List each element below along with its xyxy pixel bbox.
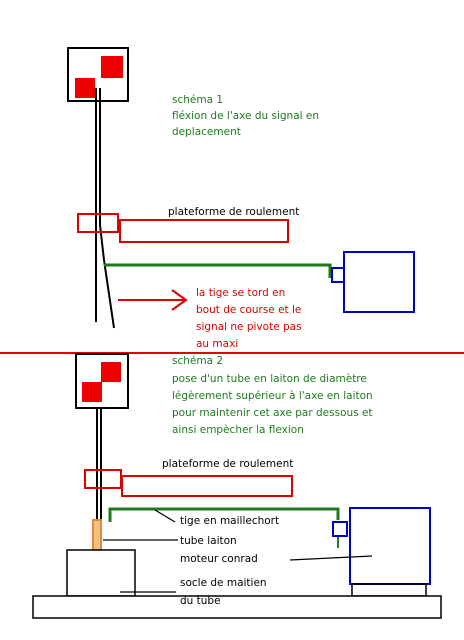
scheme1-title-line1: schéma 1 xyxy=(172,94,223,106)
signal-light-2b xyxy=(82,382,102,402)
scheme2-title-line4: pour maintenir cet axe par dessous et xyxy=(172,407,373,419)
scheme1-note-line1: la tige se tord en xyxy=(196,287,285,299)
platform-collar-1 xyxy=(77,213,119,233)
leader-motor xyxy=(289,555,373,561)
brass-tube xyxy=(92,519,102,551)
scheme2-title-line5: ainsi empècher la flexion xyxy=(172,424,304,436)
motor-2 xyxy=(349,507,431,585)
label-tube: tube laiton xyxy=(180,535,237,547)
scheme1-title-line2: fléxion de l'axe du signal en xyxy=(172,110,319,122)
motor-shaft-1 xyxy=(331,267,345,283)
arrow-1-head xyxy=(171,289,188,311)
actuator-wire-2 xyxy=(108,507,340,522)
signal-light-1b xyxy=(75,78,95,98)
label-motor: moteur conrad xyxy=(180,553,258,565)
motor-1 xyxy=(343,251,415,313)
scheme1-note-line3: signal ne pivote pas xyxy=(196,321,302,333)
signal-light-2a xyxy=(101,362,121,382)
scheme1-note-line4: au maxi xyxy=(196,338,238,350)
ground-base xyxy=(32,595,442,619)
scheme2-title-line1: schéma 2 xyxy=(172,355,223,367)
scheme1-title-line3: deplacement xyxy=(172,126,241,138)
signal-light-1a xyxy=(101,56,123,78)
label-rod: tige en maillechort xyxy=(180,515,279,527)
tube-base-block xyxy=(66,549,136,597)
motor-shaft-2 xyxy=(332,521,348,537)
actuator-wire-1 xyxy=(104,263,332,278)
scheme-1: schéma 1 fléxion de l'axe du signal en d… xyxy=(67,47,415,350)
scheme2-platform-label: plateforme de roulement xyxy=(162,458,293,470)
motor-foot-2 xyxy=(351,583,427,597)
bent-rod-1 xyxy=(99,224,115,329)
label-base-line1: socle de maitien xyxy=(180,577,267,589)
scheme2-title-line3: légèrement supérieur à l'axe en laiton xyxy=(172,390,373,402)
platform-1 xyxy=(119,219,289,243)
label-base-line2: du tube xyxy=(180,595,221,607)
platform-collar-2 xyxy=(84,469,122,489)
scheme1-note-line2: bout de course et le xyxy=(196,304,301,316)
scheme1-platform-label: plateforme de roulement xyxy=(168,206,299,218)
scheme-2: schéma 2 pose d'un tube en laiton de dia… xyxy=(32,353,442,619)
platform-2 xyxy=(121,475,293,497)
scheme2-title-line2: pose d'un tube en laiton de diamètre xyxy=(172,373,367,385)
leader-rod xyxy=(154,509,176,523)
